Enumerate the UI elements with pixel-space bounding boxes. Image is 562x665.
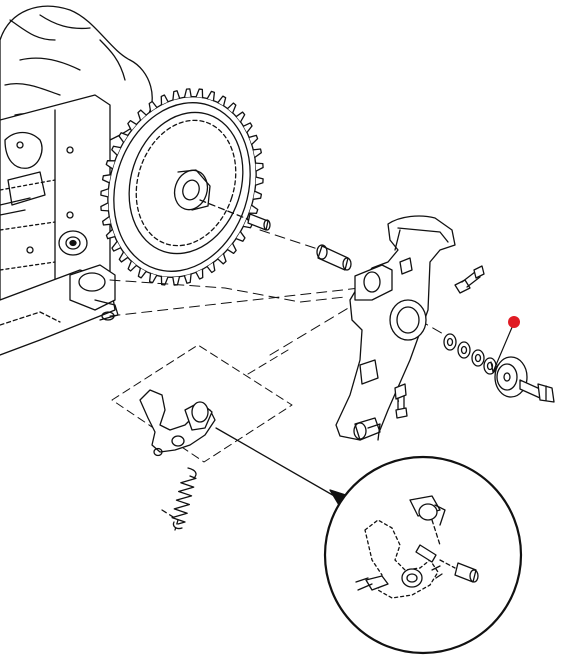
sprocket-tooth (249, 135, 257, 144)
sprocket-tooth (256, 177, 264, 185)
sprocket-tooth (128, 261, 136, 271)
sprocket-tooth (106, 161, 115, 169)
bolt-upper (455, 266, 484, 293)
sprocket-tooth (112, 146, 121, 155)
pivot-pin (317, 245, 351, 270)
sprocket-tooth (103, 217, 111, 225)
sprocket-tooth (128, 121, 137, 131)
sprocket-tooth (112, 242, 121, 252)
sprocket-tooth (101, 189, 109, 197)
sprocket-tooth (228, 243, 237, 253)
sprocket-tooth (218, 96, 226, 106)
hex-bolt (520, 380, 554, 402)
bolt-lower (395, 384, 407, 418)
callout-marker (491, 316, 520, 372)
sprocket-tooth (253, 149, 261, 157)
sprocket-tooth (236, 112, 244, 122)
frame-bushing (59, 231, 87, 255)
sprocket-teeth (101, 89, 263, 285)
sprocket-tooth (207, 91, 214, 100)
axle-boss (70, 265, 118, 320)
sprocket-tooth (243, 123, 252, 133)
sprocket-tooth (256, 163, 264, 171)
sprocket-tooth (119, 133, 128, 143)
sprocket-tooth (103, 175, 111, 183)
sprocket-tooth (196, 89, 202, 97)
washer-stack (444, 334, 496, 374)
detail-view (325, 457, 521, 653)
sprocket-tooth (185, 89, 192, 97)
sprocket-tooth (218, 254, 226, 264)
sprocket-shaft (200, 200, 270, 230)
sprocket-tooth (196, 269, 203, 279)
machine-frame (0, 6, 152, 355)
sprocket-tooth (228, 103, 236, 113)
sprocket-tooth (207, 262, 215, 272)
sprocket-tooth (184, 274, 191, 283)
sprocket-tooth (119, 252, 127, 262)
lever-arm (336, 216, 455, 440)
sprocket-tooth (173, 91, 180, 100)
sprocket-tooth (173, 277, 180, 285)
sprocket-tooth (236, 232, 245, 242)
sprocket-tooth (149, 102, 157, 112)
extension-spring (162, 468, 196, 530)
sprocket-tooth (249, 205, 258, 213)
large-washer (495, 357, 527, 397)
sprocket-tooth (101, 203, 109, 211)
sprocket-tooth (253, 191, 261, 199)
sprocket-tooth (138, 110, 146, 120)
sprocket-tooth (161, 276, 167, 284)
pawl (140, 390, 215, 456)
sprocket-tooth (138, 268, 146, 278)
sprocket-tooth (106, 230, 114, 239)
sprocket-tooth (161, 95, 168, 105)
sprocket-tooth (150, 273, 157, 282)
